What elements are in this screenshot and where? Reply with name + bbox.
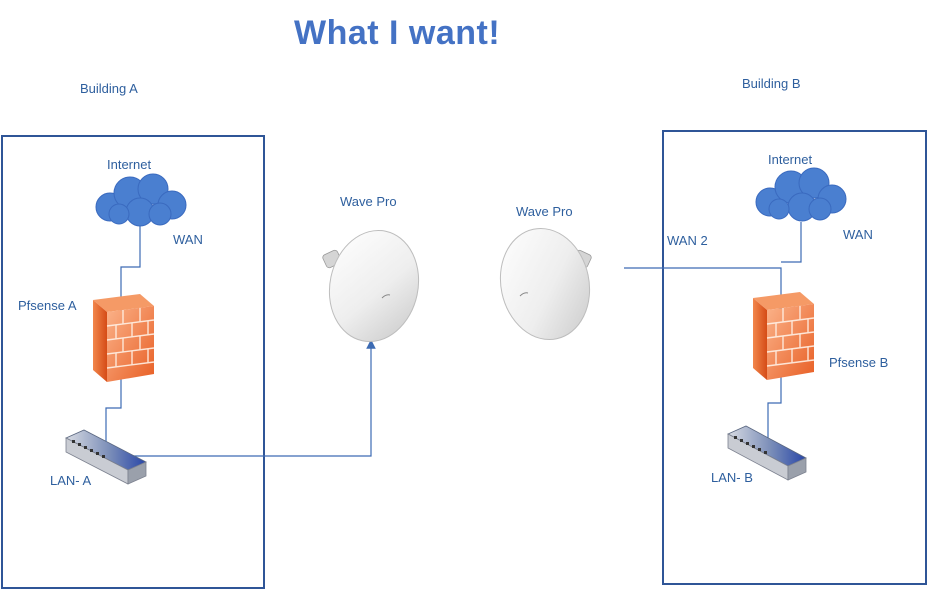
wave-pro-right-label: Wave Pro [516,204,573,219]
internet-cloud-b-icon [755,167,847,222]
lan-b-label: LAN- B [711,470,753,485]
link-pfsense-a-to-lan-a [105,366,122,442]
internet-a-label: Internet [107,157,152,172]
building-a-label: Building A [80,81,138,96]
building-b-box [662,130,927,585]
internet-cloud-a-icon [95,173,187,227]
pfsense-a-label: Pfsense A [18,298,77,313]
diagram-title: What I want! [294,14,501,52]
wave-pro-left-label: Wave Pro [340,194,397,209]
link-pfsense-b-to-lan-b [767,376,782,438]
lan-b-switch-icon [727,425,807,481]
wave-pro-left-dish-icon [322,229,420,343]
link-internet-b-to-wan [781,222,802,263]
internet-b-label: Internet [768,152,813,167]
wave-pro-right-dish-icon [499,227,592,341]
pfsense-b-label: Pfsense B [829,355,889,370]
link-lan-a-to-wave-pro-left [118,339,376,457]
pfsense-a-firewall-icon [93,294,155,382]
lan-a-switch-icon [65,429,147,485]
pfsense-b-firewall-icon [753,292,815,380]
building-a-box [1,135,265,589]
wan-b-label: WAN [843,227,873,242]
link-lines [105,222,802,457]
lan-a-label: LAN- A [50,473,92,488]
wan2-b-label: WAN 2 [667,233,708,248]
wan-a-label: WAN [173,232,203,247]
building-b-label: Building B [742,76,801,91]
